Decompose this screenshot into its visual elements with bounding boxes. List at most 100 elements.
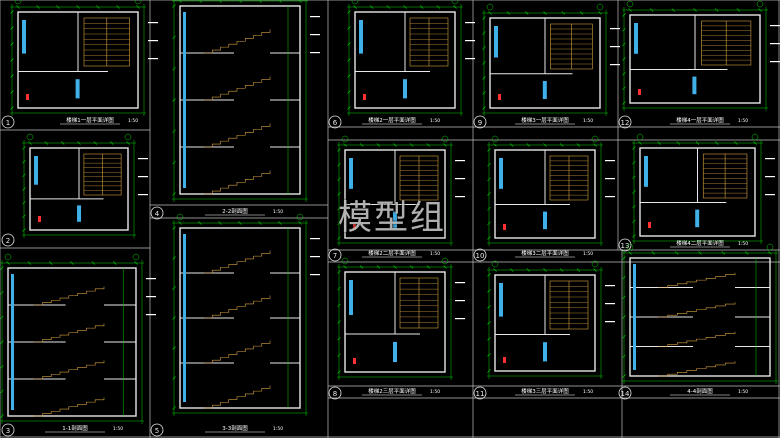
- door-marker: [648, 222, 651, 228]
- stair-flight: [33, 360, 105, 380]
- drawing-number: 2: [6, 237, 10, 245]
- annotation-leader: [148, 40, 158, 42]
- stair-flight: [204, 250, 271, 274]
- dimension-tick: [298, 0, 302, 3]
- dimension-tick: [359, 143, 364, 147]
- drawing-title: 楼梯3一层平面详图: [521, 116, 569, 124]
- annotation-leader: [138, 194, 148, 196]
- drawing-number-circle: [618, 115, 632, 129]
- dimension-tick: [676, 141, 681, 145]
- annotation-leader: [455, 300, 465, 302]
- drawing-title: 楼梯2三层平面详图: [368, 387, 416, 395]
- dimension-tick: [116, 5, 120, 9]
- axis-bubble: [756, 0, 764, 8]
- annotation-leader: [310, 16, 320, 18]
- axis-bubble: [441, 257, 449, 265]
- annotation-leader: [310, 52, 320, 54]
- column-block: [183, 234, 186, 402]
- dimension-tick: [337, 353, 341, 358]
- column-block: [75, 79, 80, 99]
- axis-bubble: [341, 135, 349, 143]
- column-block: [634, 23, 638, 54]
- annotation-leader: [146, 278, 156, 280]
- dimension-tick: [10, 10, 14, 14]
- dimension-tick: [622, 295, 626, 300]
- dimension-tick: [482, 61, 486, 65]
- dimension-tick: [622, 354, 626, 359]
- dimension-tick: [22, 200, 26, 205]
- dimension-tick: [649, 8, 654, 12]
- axis-bubble: [296, 213, 304, 221]
- dimension-tick: [172, 160, 176, 165]
- dimension-tick: [36, 5, 40, 9]
- drawing-number: 10: [476, 252, 485, 260]
- dimension-tick: [353, 5, 357, 9]
- column-block: [349, 158, 353, 189]
- dimension-tick: [238, 221, 242, 225]
- column-block: [543, 211, 547, 230]
- column-block: [499, 158, 503, 189]
- stair-flight: [658, 331, 736, 347]
- dimension-tick: [258, 221, 262, 225]
- annotation-leader: [605, 196, 615, 198]
- door-marker: [353, 358, 356, 364]
- dimension-tick: [218, 0, 222, 3]
- annotation-leader: [610, 64, 620, 66]
- dimension-tick: [109, 141, 114, 145]
- drawing-title: 4-4剖面图: [687, 387, 713, 395]
- annotation-leader: [770, 43, 780, 45]
- dimension-tick: [482, 46, 486, 50]
- column-block: [22, 20, 26, 54]
- dimension-tick: [753, 141, 757, 145]
- dimension-tick: [561, 11, 566, 15]
- door-marker: [503, 224, 506, 230]
- dimension-tick: [576, 268, 581, 272]
- column-block: [494, 26, 498, 58]
- dimension-tick: [337, 162, 341, 167]
- dimension-tick: [172, 129, 176, 134]
- dimension-tick: [622, 42, 626, 47]
- axis-bubble: [441, 135, 449, 143]
- dimension-tick: [409, 143, 414, 147]
- annotation-leader: [605, 321, 615, 323]
- axis-bubble: [341, 257, 349, 265]
- axis-bubble: [132, 253, 140, 261]
- dimension-tick: [347, 58, 351, 62]
- dimension-tick: [28, 141, 32, 145]
- dimension-tick: [487, 148, 491, 152]
- column-block: [11, 274, 14, 410]
- dimension-tick: [714, 141, 719, 145]
- annotation-leader: [148, 58, 158, 60]
- dimension-tick: [337, 370, 341, 374]
- dimension-tick: [493, 143, 497, 147]
- dimension-tick: [695, 141, 700, 145]
- dimension-tick: [337, 286, 341, 291]
- column-block: [403, 79, 407, 99]
- drawing-number-circle: [328, 115, 342, 129]
- dimension-tick: [22, 187, 26, 191]
- stair-flight: [204, 170, 271, 195]
- drawing-title: 楼梯4二层平面详图: [676, 239, 724, 247]
- stair-flight: [204, 385, 271, 409]
- dimension-tick: [509, 143, 514, 147]
- dimension-tick: [419, 5, 424, 9]
- drawing-title: 楼梯3三层平面详图: [521, 387, 569, 395]
- dimension-tick: [337, 221, 341, 226]
- column-block: [633, 264, 636, 370]
- dimension-tick: [337, 320, 341, 324]
- door-marker: [503, 357, 506, 363]
- dimension-tick: [369, 5, 374, 9]
- dimension-tick: [178, 0, 182, 3]
- axis-bubble: [491, 260, 499, 268]
- drawing-title: 楼梯2二层平面详图: [368, 249, 416, 257]
- annotation-leader: [465, 22, 475, 24]
- dimension-tick: [487, 192, 491, 196]
- column-block: [34, 156, 38, 185]
- dimension-tick: [393, 143, 397, 147]
- dimension-tick: [376, 143, 381, 147]
- annotation-leader: [765, 158, 775, 160]
